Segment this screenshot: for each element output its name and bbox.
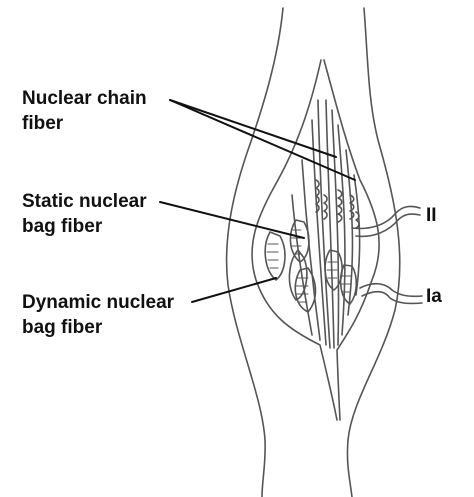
static-bag-swelling-2 xyxy=(294,267,317,313)
dynamic-bag-swelling xyxy=(264,231,286,281)
label-static-nuclear-bag-fiber: Static nuclear bag fiber xyxy=(22,189,147,239)
intrafusal-fiber xyxy=(325,99,335,349)
leader-nuclear-chain-2 xyxy=(169,99,356,181)
bag-swelling-right-2 xyxy=(339,264,358,305)
intrafusal-fiber xyxy=(337,124,346,336)
intrafusal-fiber xyxy=(311,119,327,346)
leader-dynamic-bag xyxy=(191,277,277,303)
static-bag-swelling xyxy=(289,219,310,263)
label-nuclear-chain-line1: Nuclear chain xyxy=(22,88,147,109)
outer-muscle-left-edge xyxy=(225,7,284,497)
dynamic-bag-swelling-2 xyxy=(288,249,308,301)
intrafusal-fiber xyxy=(331,109,340,346)
leader-nuclear-chain-1 xyxy=(169,99,337,158)
label-afferent-ia: Ia xyxy=(426,286,442,307)
label-nuclear-chain-line2: fiber xyxy=(22,113,64,134)
afferent-ii-nerve xyxy=(351,205,421,230)
label-static-bag-line2: bag fiber xyxy=(22,216,103,237)
label-static-bag-line1: Static nuclear xyxy=(22,191,147,212)
intrafusal-fiber xyxy=(353,174,361,296)
outer-muscle-right-edge xyxy=(346,7,401,497)
nuclear-chain-nuclei xyxy=(315,179,360,229)
label-dynamic-bag-line1: Dynamic nuclear xyxy=(22,292,175,313)
intrafusal-fiber xyxy=(345,149,354,316)
label-dynamic-nuclear-bag-fiber: Dynamic nuclear bag fiber xyxy=(22,290,174,340)
afferent-ia-nerve-outer xyxy=(361,290,423,305)
afferent-ii-nerve-outer xyxy=(355,213,421,238)
intrafusal-fiber xyxy=(317,99,331,349)
bag-nuclei-texture xyxy=(266,229,352,303)
leader-static-bag xyxy=(159,201,305,239)
intrafusal-fiber xyxy=(301,159,321,341)
bag-swelling-right xyxy=(324,249,343,291)
afferent-ia-nerve xyxy=(359,282,423,298)
spindle-capsule-right xyxy=(323,59,380,421)
label-nuclear-chain-fiber: Nuclear chain fiber xyxy=(22,86,147,136)
spindle-capsule-left xyxy=(251,59,338,421)
label-afferent-ii: II xyxy=(426,205,437,226)
label-dynamic-bag-line2: bag fiber xyxy=(22,317,103,338)
intrafusal-fiber xyxy=(291,194,313,336)
